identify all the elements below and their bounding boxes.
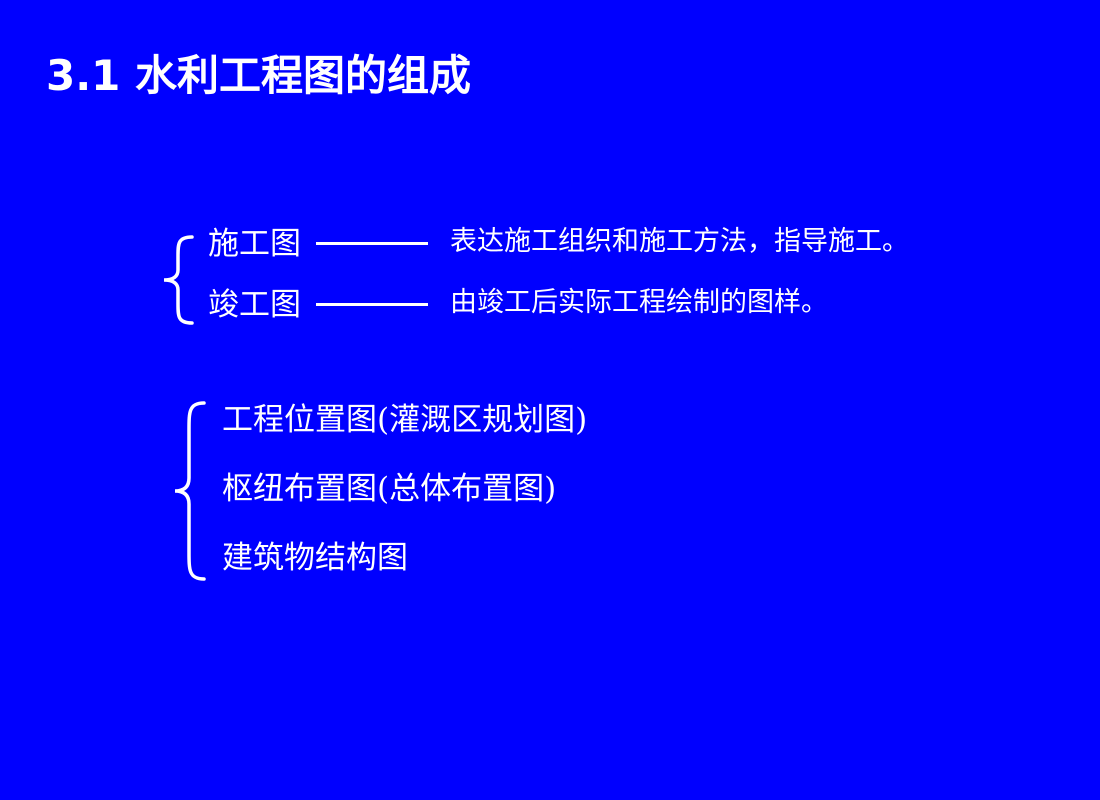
as-built-description: 由竣工后实际工程绘制的图样。 [450,287,828,318]
list-item-location-map: 工程位置图(灌溉区规划图) [222,402,588,438]
list-item-structure-drawing: 建筑物结构图 [222,540,408,576]
construction-description: 表达施工组织和施工方法，指导施工。 [450,226,909,257]
drawing-type-as-built: 竣工图 [208,287,301,323]
brace-group-2 [174,401,206,581]
brace-group-1 [163,235,194,325]
connector-line [316,242,428,245]
connector-line [316,303,428,306]
drawing-type-construction: 施工图 [208,226,301,262]
slide-title: 3.1 水利工程图的组成 [46,51,472,100]
list-item-layout-plan: 枢纽布置图(总体布置图) [222,471,557,507]
